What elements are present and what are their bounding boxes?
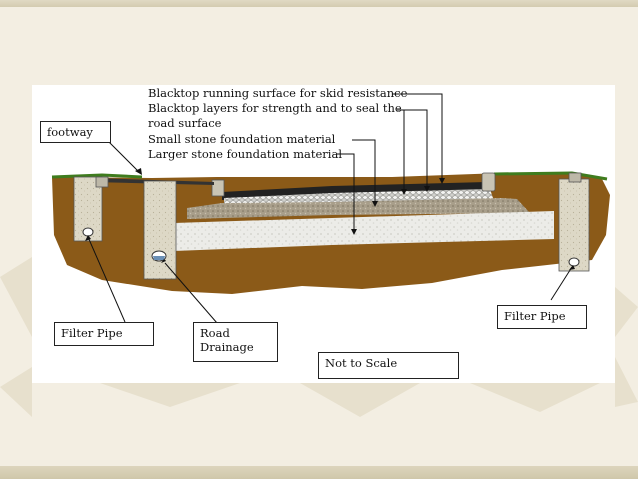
leader-small-stone [352,139,376,205]
bottom-decorative-band [0,466,638,479]
leader-filter-pipe-right [550,266,573,301]
road-drainage-trench [143,180,177,280]
small-stone-foundation [187,198,530,219]
leader-road-drainage [164,262,218,324]
background-fan-decoration [0,257,638,417]
label-road-drainage-line1: Road [200,326,230,340]
filter-pipe-left-icon [82,227,94,237]
label-filter-pipe-left: Filter Pipe [54,322,154,346]
label-road-drainage: Road Drainage [193,322,278,362]
grass-left [51,173,143,179]
label-blacktop-surface: Blacktop running surface for skid resist… [148,86,408,100]
drain-cap-left [95,176,109,188]
leader-blacktop-layers [397,109,428,190]
road-cross-section-diagram [51,93,610,324]
leader-footway [104,137,141,174]
filter-drain-right [558,178,590,272]
drain-cap-right [568,172,582,183]
label-blacktop-layers: Blacktop layers for strength and to seal… [148,101,402,115]
diagram-panel: Blacktop running surface for skid resist… [32,85,615,383]
larger-stone-foundation [174,211,554,251]
label-small-stone: Small stone foundation material [148,132,336,146]
label-filter-pipe-right: Filter Pipe [497,305,587,329]
filter-pipe-right-icon [568,257,580,267]
label-road-drainage-line2: Drainage [200,340,254,354]
label-larger-stone: Larger stone foundation material [148,147,343,161]
leader-arrowheads [85,168,575,270]
road-drainage-pipe-water [153,256,165,260]
top-decorative-band [0,0,638,7]
leader-larger-stone [337,153,355,233]
label-footway: footway [40,121,111,143]
leader-filter-pipe-left [87,236,126,323]
label-not-to-scale: Not to Scale [318,352,459,379]
kerb-right [481,172,496,192]
label-blacktop-layers-cont: road surface [148,116,222,130]
leader-blacktop-surface [392,93,443,182]
leader-lines [87,93,573,324]
kerb-left [211,179,225,197]
